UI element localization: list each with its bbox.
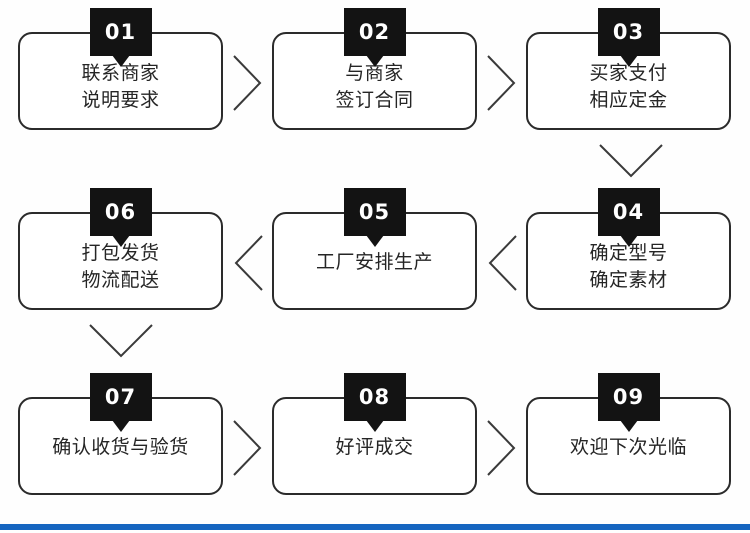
step-number-badge-02: 02 [343, 8, 406, 56]
connector-04-to-05 [482, 232, 522, 294]
step-label-09: 欢迎下次光临 [569, 435, 687, 458]
flow-step-07[interactable]: 07 确认收货与验货 [18, 373, 223, 495]
connector-07-to-08 [228, 417, 268, 479]
step-number-badge-04: 04 [597, 188, 660, 236]
step-label-05: 工厂安排生产 [315, 250, 433, 273]
flow-step-06[interactable]: 06 打包发货 物流配送 [18, 188, 223, 310]
flow-step-02[interactable]: 02 与商家 签订合同 [272, 8, 477, 130]
step-number-badge-03: 03 [597, 8, 660, 56]
step-number-badge-05: 05 [343, 188, 406, 236]
step-number-badge-08: 08 [343, 373, 406, 421]
step-number-badge-09: 09 [597, 373, 660, 421]
flow-step-03[interactable]: 03 买家支付 相应定金 [526, 8, 731, 130]
flow-step-04[interactable]: 04 确定型号 确定素材 [526, 188, 731, 310]
flow-step-01[interactable]: 01 联系商家 说明要求 [18, 8, 223, 130]
step-label-03: 买家支付 相应定金 [589, 62, 668, 111]
step-label-08: 好评成交 [335, 435, 414, 458]
flow-step-05[interactable]: 05 工厂安排生产 [272, 188, 477, 310]
step-number-badge-07: 07 [89, 373, 152, 421]
connector-03-to-04 [596, 140, 666, 182]
connector-02-to-03 [482, 52, 522, 114]
bottom-divider-bar [0, 524, 750, 530]
step-label-04: 确定型号 确定素材 [589, 242, 668, 291]
step-number-badge-06: 06 [89, 188, 152, 236]
connector-06-to-07 [86, 320, 156, 362]
connector-05-to-06 [228, 232, 268, 294]
step-label-07: 确认收货与验货 [52, 435, 189, 458]
flow-step-09[interactable]: 09 欢迎下次光临 [526, 373, 731, 495]
connector-01-to-02 [228, 52, 268, 114]
step-label-01: 联系商家 说明要求 [81, 62, 160, 111]
step-number-badge-01: 01 [89, 8, 152, 56]
step-label-06: 打包发货 物流配送 [81, 242, 160, 291]
connector-08-to-09 [482, 417, 522, 479]
step-label-02: 与商家 签订合同 [335, 62, 414, 111]
flow-step-08[interactable]: 08 好评成交 [272, 373, 477, 495]
